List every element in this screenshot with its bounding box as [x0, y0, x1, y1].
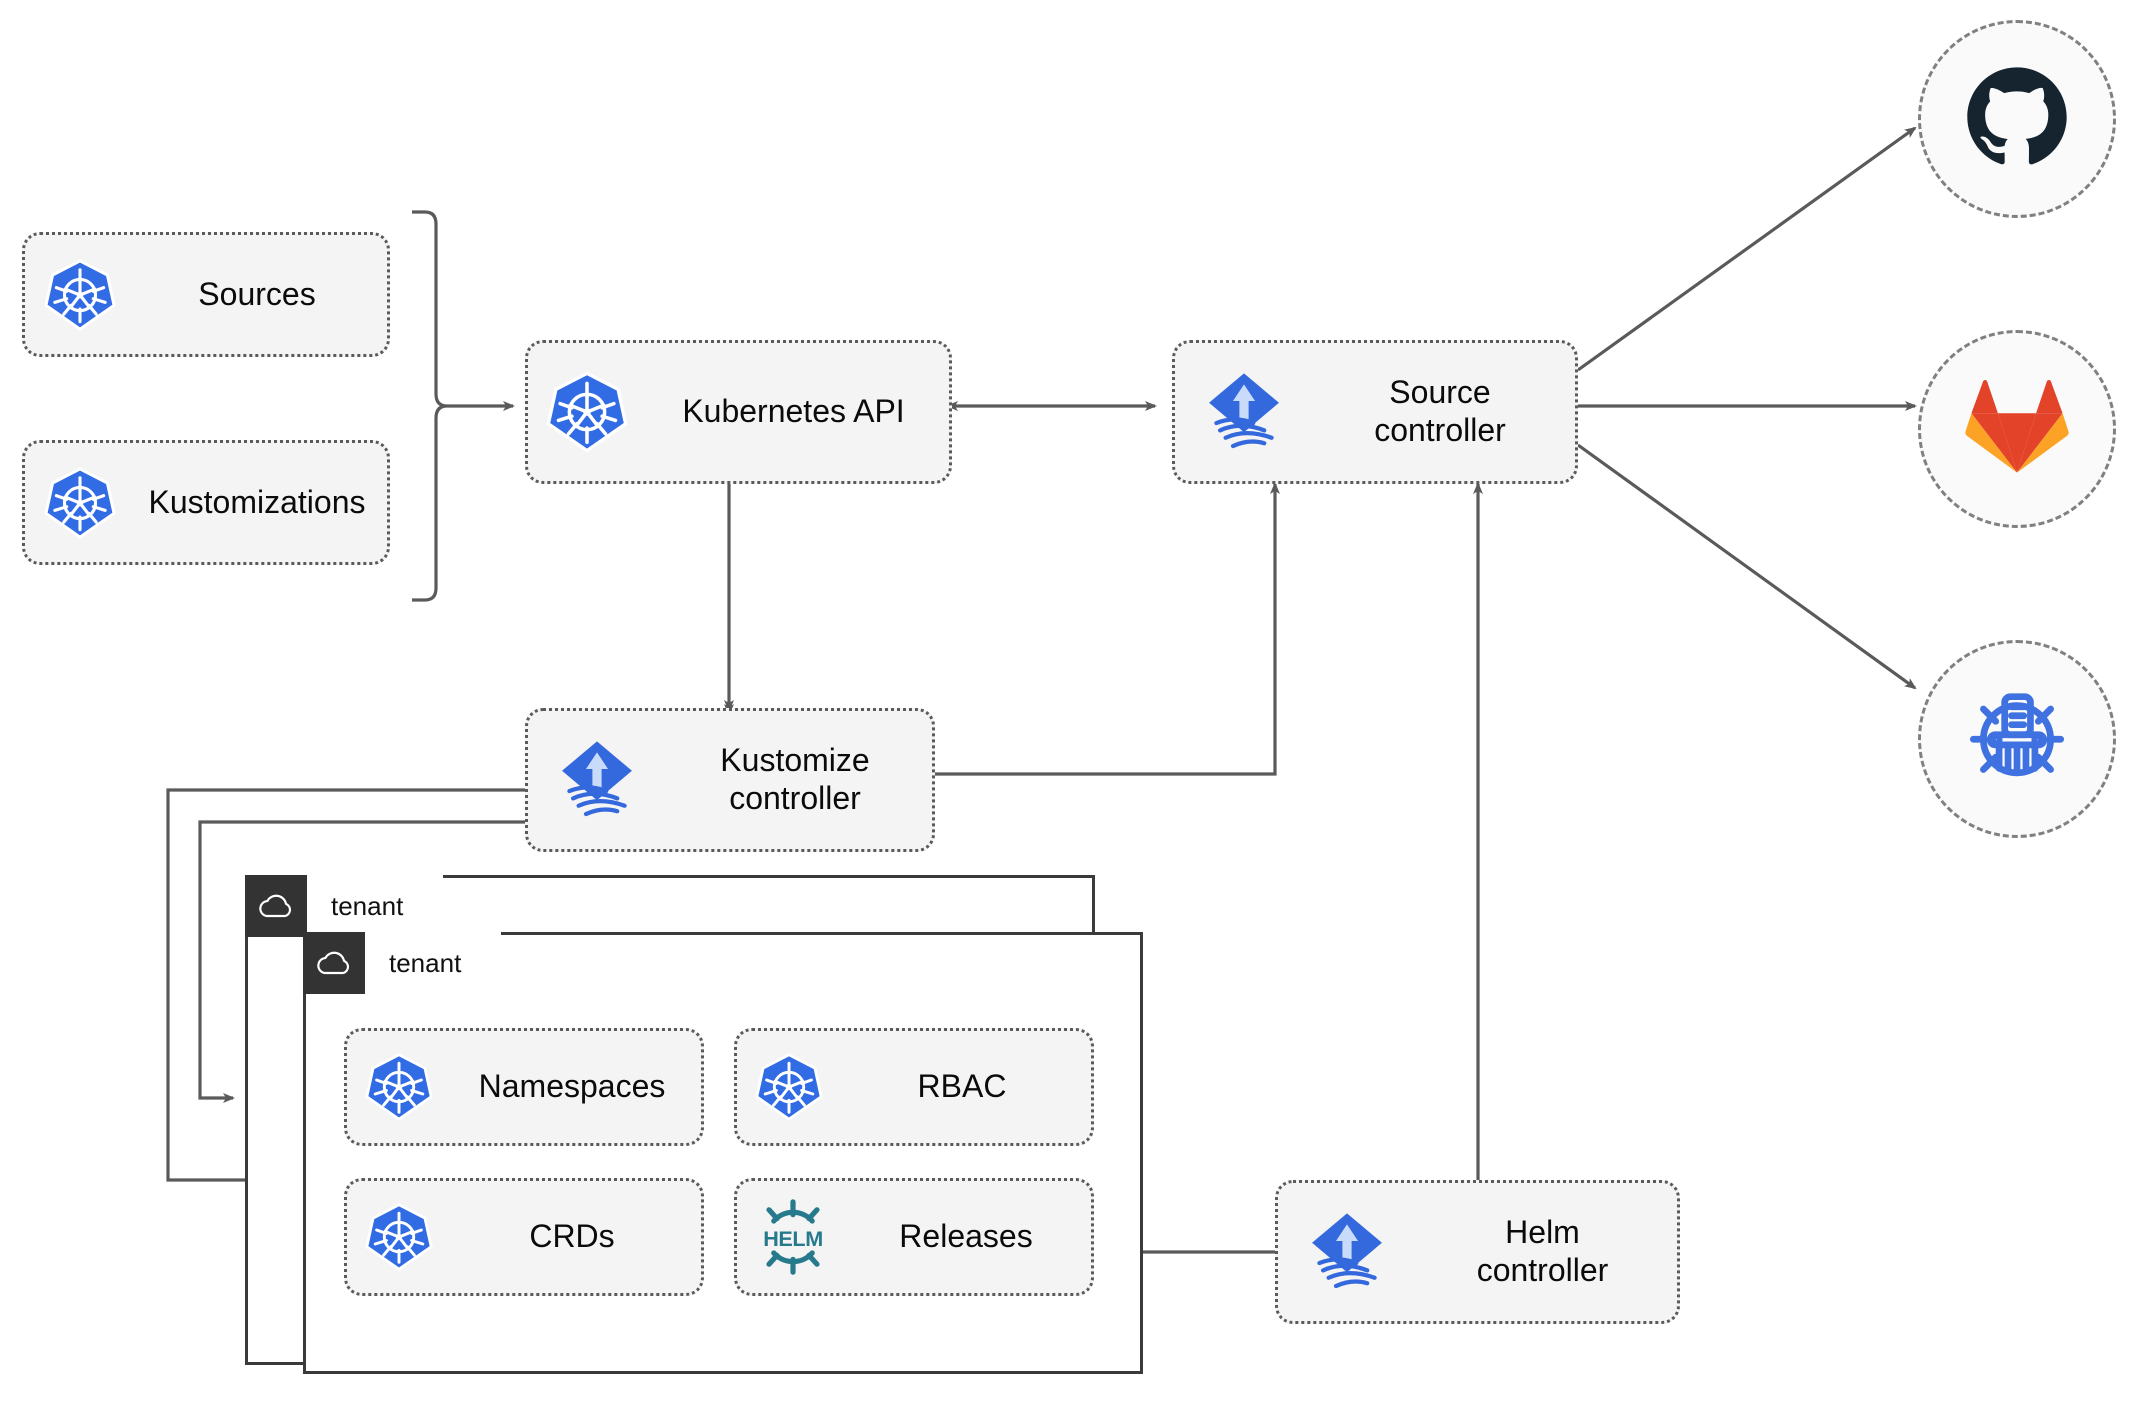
github-icon — [1963, 63, 2071, 176]
edge-source-to-github — [1577, 126, 1917, 372]
flux-icon — [1175, 366, 1313, 458]
kubernetes-icon — [737, 1052, 841, 1122]
node-crds[interactable]: CRDs — [344, 1178, 704, 1296]
node-label: Helm controller — [1476, 1214, 1609, 1288]
node-label: Releases — [899, 1218, 1033, 1255]
group-brace — [412, 210, 448, 602]
node-source-controller[interactable]: Source controller — [1172, 340, 1578, 484]
helm-repository-icon — [1961, 681, 2073, 798]
node-rbac[interactable]: RBAC — [734, 1028, 1094, 1146]
svg-text:HELM: HELM — [763, 1226, 823, 1251]
flux-icon — [528, 734, 666, 826]
kubernetes-icon — [25, 466, 135, 540]
tenant-label: tenant — [307, 875, 444, 937]
node-label: Source controller — [1374, 374, 1506, 448]
node-label: Kustomize controller — [720, 742, 870, 816]
cloud-icon — [303, 932, 365, 994]
node-label: Sources — [198, 275, 316, 312]
node-sources[interactable]: Sources — [22, 232, 390, 357]
node-releases[interactable]: HELM Releases — [734, 1178, 1094, 1296]
node-kustomize-controller[interactable]: Kustomize controller — [525, 708, 935, 852]
tenant-window-2[interactable]: tenant — [303, 932, 1143, 1374]
kubernetes-icon — [347, 1052, 451, 1122]
kubernetes-icon — [528, 370, 646, 454]
node-label: CRDs — [529, 1218, 615, 1255]
flux-icon — [1278, 1206, 1416, 1298]
edge-source-to-helmrepo — [1577, 443, 1917, 690]
helm-icon: HELM — [737, 1197, 849, 1277]
node-namespaces[interactable]: Namespaces — [344, 1028, 704, 1146]
kubernetes-icon — [25, 258, 135, 332]
node-label: Kubernetes API — [682, 393, 905, 430]
tenant-titlebar: tenant — [303, 932, 502, 994]
node-label: RBAC — [917, 1068, 1007, 1105]
tenant-label: tenant — [365, 932, 502, 994]
provider-helm-repository[interactable] — [1918, 640, 2116, 838]
node-label: Kustomizations — [148, 483, 366, 520]
cloud-icon — [245, 875, 307, 937]
provider-gitlab[interactable] — [1918, 330, 2116, 528]
provider-github[interactable] — [1918, 20, 2116, 218]
node-helm-controller[interactable]: Helm controller — [1275, 1180, 1680, 1324]
tenant-titlebar: tenant — [245, 875, 444, 937]
edge-kustomize-to-source — [935, 482, 1280, 776]
node-kubernetes-api[interactable]: Kubernetes API — [525, 340, 952, 484]
kubernetes-icon — [347, 1202, 451, 1272]
node-kustomizations[interactable]: Kustomizations — [22, 440, 390, 565]
gitlab-icon — [1964, 377, 2070, 482]
node-label: Namespaces — [478, 1068, 666, 1105]
